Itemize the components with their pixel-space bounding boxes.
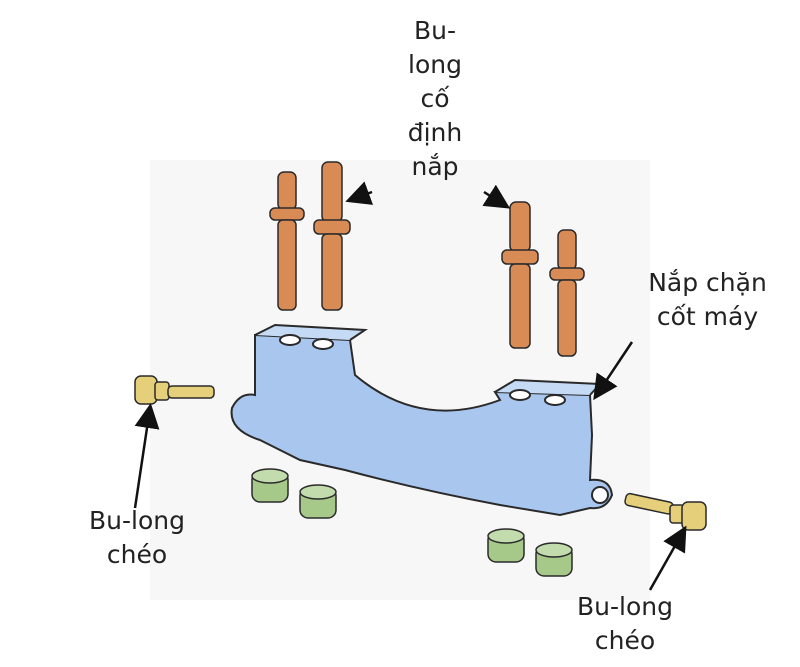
diagram-background [150,160,650,600]
arrow-left-bolt [133,403,160,509]
label-left-cross-bolt: Bu-long chéo [72,504,202,572]
label-line: nắp [411,152,459,181]
right-cross-bolt [624,492,707,531]
label-line: Bu-long [89,506,185,535]
label-line: cố [420,84,450,113]
label-line: cốt máy [656,302,759,331]
arrow-stud-right [482,184,511,209]
label-line: chéo [594,626,656,655]
label-bearing-cap: Nắp chặn cốt máy [630,266,785,334]
nut [299,484,337,519]
label-line: Nắp chặn [648,268,767,297]
nut [535,542,573,577]
label-right-cross-bolt: Bu-long chéo [560,590,690,658]
bearing-cap [230,323,614,517]
label-line: định [407,118,463,147]
nut [251,468,289,503]
cap-stud-4 [549,229,585,357]
cap-stud-1 [269,171,305,311]
label-line: long [408,50,462,79]
arrow-stud-left [345,181,374,205]
label-line: Bu-long [577,592,673,621]
cap-stud-2 [313,161,351,311]
label-line: chéo [106,540,168,569]
cap-stud-3 [501,201,539,349]
arrow-bearing-cap [593,341,634,401]
label-cap-studs: Bu- long cố định nắp [395,14,475,184]
nut [487,528,525,563]
label-line: Bu- [413,16,457,45]
arrow-right-bolt [648,525,687,591]
